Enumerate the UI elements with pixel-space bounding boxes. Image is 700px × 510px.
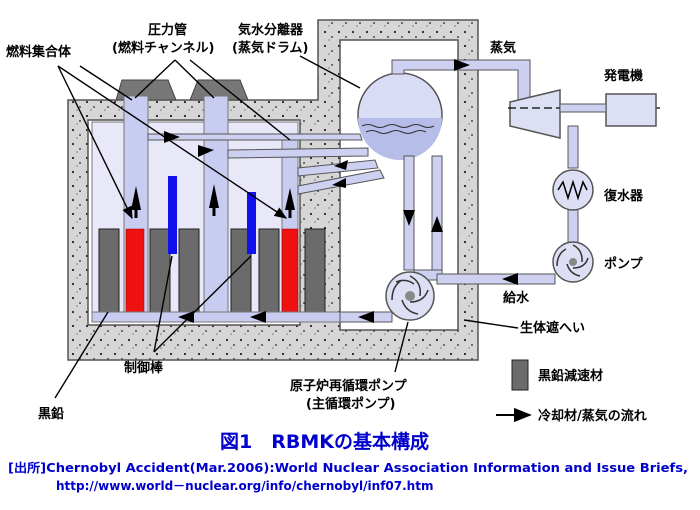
feedwater-arrow: [502, 273, 518, 285]
steam-separator: [357, 72, 443, 160]
label-shield: 生体遮へい: [520, 320, 585, 336]
label-fuel-assembly: 燃料集合体: [6, 44, 72, 60]
bottom-flow-arrows: [178, 311, 266, 323]
fuel-elements: [125, 228, 299, 315]
control-rods: [168, 176, 256, 254]
label-graphite: 黒鉛: [38, 406, 64, 422]
graphite-blocks: [98, 228, 326, 315]
legend-flow-label: 冷却材/蒸気の流れ: [538, 408, 647, 424]
channel-flow-arrows: [131, 184, 295, 218]
steam-arrow: [454, 59, 470, 71]
label-separator: 気水分離器: [238, 22, 304, 38]
generator: [605, 93, 657, 127]
turbine-shaft: [559, 103, 607, 113]
bottom-header: [91, 311, 341, 323]
source-line-1: [出所]Chernobyl Accident(Mar.2006):World N…: [8, 460, 688, 475]
feed-pump: [552, 241, 594, 283]
legend-moderator-swatch: [511, 359, 529, 391]
source-line-2: http://www.world－nuclear.org/info/cherno…: [56, 479, 433, 493]
label-fuel-channel: (燃料チャンネル): [112, 40, 215, 56]
leader-lines: [54, 55, 519, 399]
figure-title: 図1 RBMKの基本構成: [220, 430, 429, 453]
label-steam-drum: (蒸気ドラム): [232, 40, 309, 56]
recirc-arrow: [358, 311, 374, 323]
legend-moderator-label: 黒鉛減速材: [538, 368, 603, 384]
label-pump: ポンプ: [604, 256, 644, 272]
label-recirc-pump: 原子炉再循環ポンプ: [290, 378, 408, 394]
riser-pipes: [147, 133, 385, 195]
biological-shield: [67, 19, 479, 361]
label-condenser: 復水器: [603, 188, 644, 204]
label-main-pump: (主循環ポンプ): [306, 396, 396, 412]
turbine: [509, 89, 561, 139]
recirculation-pump: [385, 271, 435, 321]
label-control-rod: 制御棒: [124, 360, 164, 376]
label-generator: 発電機: [603, 68, 643, 84]
label-feedwater: 給水: [503, 290, 530, 306]
downcomer-arrows: [403, 210, 443, 232]
condenser: [552, 125, 594, 211]
label-steam: 蒸気: [490, 40, 516, 56]
label-pressure-tube: 圧力管: [148, 22, 187, 38]
top-plugs: [115, 79, 249, 101]
